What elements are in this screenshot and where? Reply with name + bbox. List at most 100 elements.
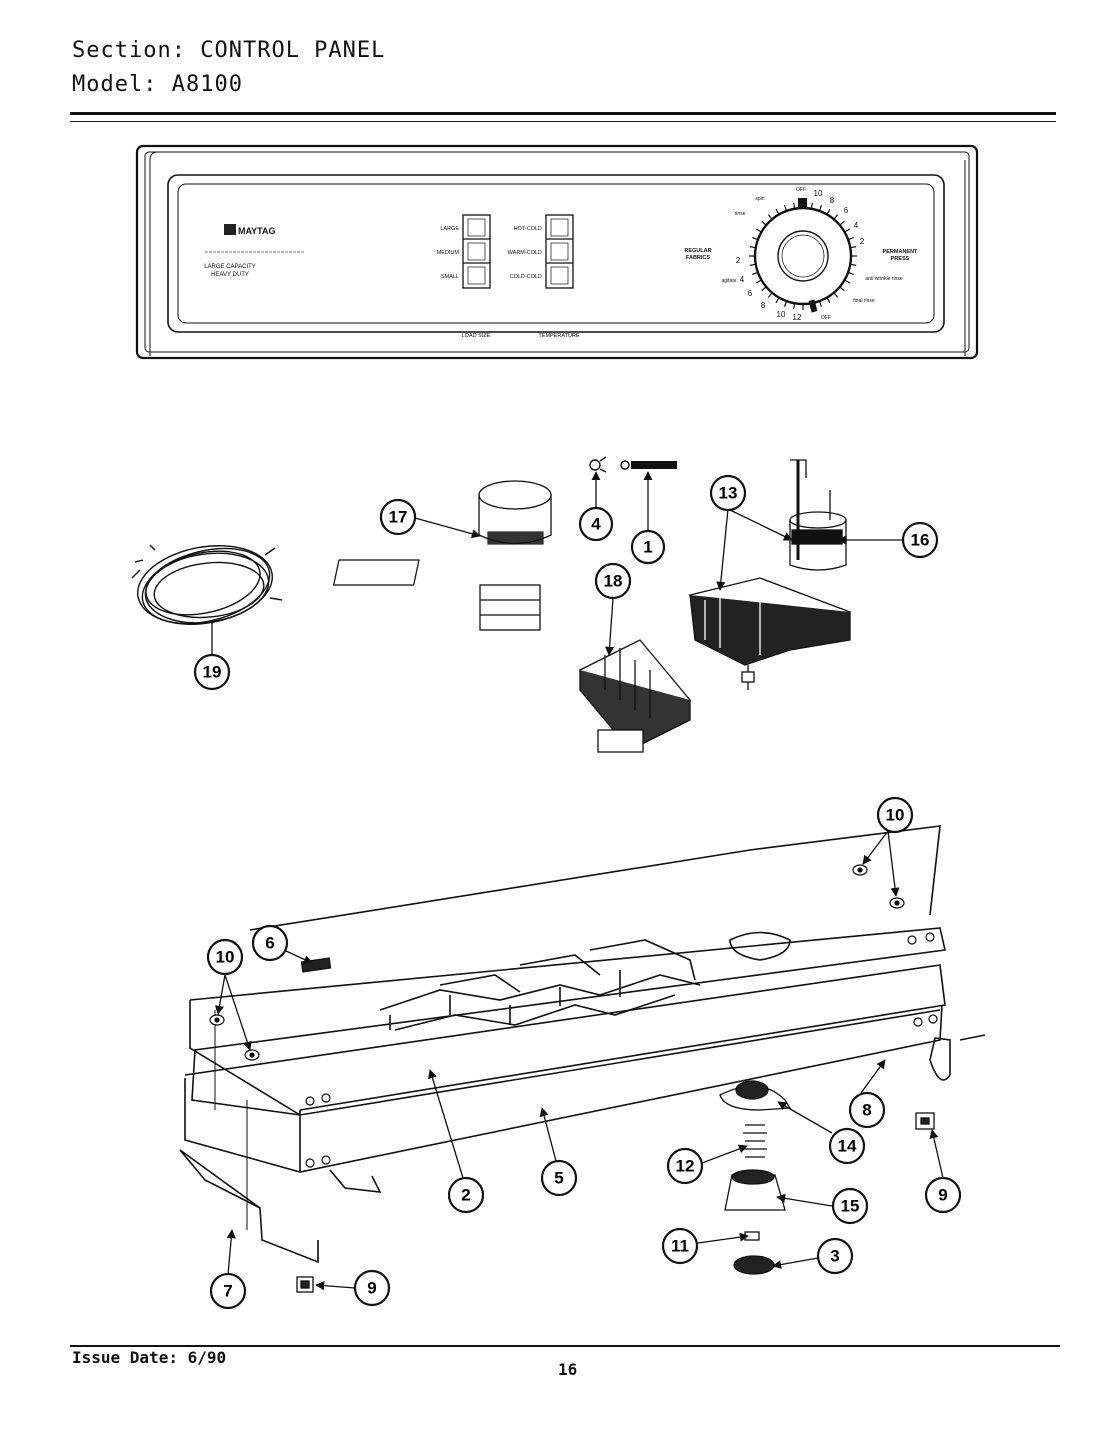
svg-text:10: 10 bbox=[886, 806, 905, 825]
dial-number: 12 bbox=[793, 313, 802, 322]
footer-rule bbox=[70, 1345, 1060, 1347]
dial-tick bbox=[783, 205, 788, 212]
knob-assembly bbox=[296, 1080, 935, 1293]
svg-text:9: 9 bbox=[367, 1279, 376, 1298]
dial-tick bbox=[775, 208, 780, 215]
dial-tick bbox=[775, 297, 780, 304]
dial-number: 10 bbox=[777, 310, 786, 319]
svg-text:10: 10 bbox=[216, 948, 235, 967]
svg-text:1: 1 bbox=[643, 538, 652, 557]
header-rule-thick bbox=[70, 112, 1056, 115]
load-size-title: LOAD SIZE bbox=[462, 333, 491, 339]
dial-permanent-1: PERMANENT bbox=[883, 249, 918, 255]
callout-3: 3 bbox=[816, 1237, 854, 1275]
dial-permanent-2: PRESS bbox=[891, 256, 910, 262]
section-heading: Section: CONTROL PANEL bbox=[72, 38, 385, 63]
load-size-small: SMALL bbox=[441, 274, 459, 280]
callout-13: 13 bbox=[709, 474, 747, 512]
dial-tick bbox=[767, 214, 773, 220]
callout-18: 18 bbox=[594, 562, 632, 600]
callout-16: 16 bbox=[901, 521, 939, 559]
dial-tick bbox=[755, 279, 762, 284]
dial-tick bbox=[761, 220, 767, 226]
load-size-large: LARGE bbox=[440, 226, 459, 232]
section-label: Section: bbox=[72, 38, 186, 63]
dial-number: 6 bbox=[748, 289, 753, 298]
svg-text:7: 7 bbox=[223, 1282, 232, 1301]
svg-text:5: 5 bbox=[554, 1169, 563, 1188]
dial-tick bbox=[847, 271, 854, 276]
timer-shaft bbox=[620, 460, 677, 470]
dial-anti-wrinkle: anti wrinkle rinse bbox=[865, 276, 902, 282]
model-value: A8100 bbox=[171, 72, 243, 97]
callout-11: 11 bbox=[661, 1227, 699, 1265]
callout-1: 1 bbox=[630, 529, 666, 565]
dial-tick bbox=[793, 202, 796, 209]
dial-tick bbox=[761, 286, 767, 292]
svg-text:18: 18 bbox=[604, 572, 623, 591]
callout-4: 4 bbox=[578, 506, 614, 542]
callout-8: 8 bbox=[848, 1091, 886, 1129]
temp-cold-cold: COLD-COLD bbox=[510, 274, 542, 280]
callout-9-bottom: 9 bbox=[353, 1269, 391, 1307]
maytag-logo: MAYTAG bbox=[205, 224, 305, 253]
dial-tick bbox=[818, 205, 823, 212]
load-size-medium: MEDIUM bbox=[437, 250, 460, 256]
small-ring-part bbox=[589, 456, 607, 473]
dial-number: 4 bbox=[740, 275, 745, 284]
dial-numbers: 10 8 6 4 2 2 4 6 8 10 12 bbox=[736, 189, 865, 322]
dial-tick bbox=[833, 292, 839, 298]
dial-tick bbox=[752, 236, 759, 241]
timer-motor-cup bbox=[789, 459, 847, 571]
callout-15: 15 bbox=[831, 1187, 869, 1225]
model-label: Model: bbox=[72, 72, 158, 97]
dial-agitate: agitate bbox=[721, 278, 736, 284]
dial-tick bbox=[826, 297, 831, 304]
svg-text:8: 8 bbox=[862, 1101, 871, 1120]
dial-tick bbox=[755, 228, 762, 233]
callout-14: 14 bbox=[828, 1127, 866, 1165]
console-illustration bbox=[135, 144, 979, 360]
model-heading: Model: A8100 bbox=[72, 72, 243, 97]
dial-tick bbox=[839, 286, 845, 292]
dial-tick bbox=[749, 263, 756, 266]
dial-tick bbox=[839, 220, 845, 226]
svg-text:9: 9 bbox=[938, 1186, 947, 1205]
dial-tick bbox=[783, 300, 788, 307]
svg-text:19: 19 bbox=[203, 663, 222, 682]
section-value: CONTROL PANEL bbox=[200, 38, 386, 63]
svg-text:11: 11 bbox=[671, 1237, 689, 1256]
temp-hot-cold: HOT-COLD bbox=[514, 226, 542, 232]
svg-text:13: 13 bbox=[719, 484, 738, 503]
dial-spin: spin bbox=[755, 196, 764, 202]
dial-number: 4 bbox=[854, 221, 859, 230]
dial-number: 6 bbox=[844, 206, 849, 215]
page-number: 16 bbox=[558, 1360, 578, 1379]
tagline-1: LARGE CAPACITY bbox=[204, 264, 256, 270]
wire-harness bbox=[131, 544, 283, 625]
load-size-buttons bbox=[462, 214, 491, 289]
leader-lines bbox=[211, 471, 944, 1291]
callout-2: 2 bbox=[447, 1176, 485, 1214]
svg-text:17: 17 bbox=[389, 508, 408, 527]
svg-text:14: 14 bbox=[838, 1137, 857, 1156]
dial-tick bbox=[752, 271, 759, 276]
dial-regular-2: FABRICS bbox=[686, 255, 710, 261]
dial-tick bbox=[844, 279, 851, 284]
callout-12: 12 bbox=[666, 1147, 704, 1185]
dial-tick bbox=[810, 202, 813, 209]
callout-17: 17 bbox=[379, 498, 417, 536]
dial-number: 2 bbox=[736, 256, 741, 265]
timer-dial bbox=[749, 198, 857, 313]
dial-number: 10 bbox=[814, 189, 823, 198]
timer-body bbox=[688, 577, 852, 690]
dial-number: 8 bbox=[761, 301, 766, 310]
svg-text:16: 16 bbox=[911, 531, 930, 550]
fasteners bbox=[209, 864, 905, 1061]
temperature-buttons bbox=[545, 214, 574, 289]
load-switch bbox=[578, 639, 692, 753]
dial-regular-1: REGULAR bbox=[684, 248, 711, 254]
svg-text:2: 2 bbox=[461, 1186, 470, 1205]
brand-text: MAYTAG bbox=[238, 226, 276, 236]
